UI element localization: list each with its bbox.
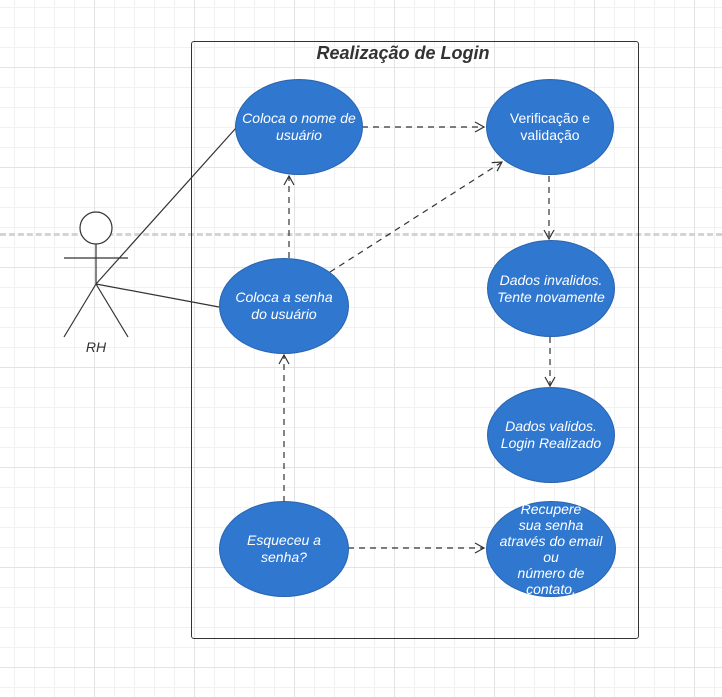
actor-head	[79, 211, 113, 245]
usecase-invalid-label: Dados invalidos. Tente novamente	[497, 271, 605, 305]
actor-rh-figure[interactable]	[63, 211, 129, 338]
association-username[interactable]	[95, 127, 237, 285]
usecase-verify[interactable]: Verificação e validação	[486, 79, 614, 175]
usecase-invalid[interactable]: Dados invalidos. Tente novamente	[487, 240, 615, 337]
actor-right-leg	[95, 283, 129, 338]
usecase-password-label: Coloca a senha do usuário	[235, 289, 333, 322]
usecase-username-label: Coloca o nome de usuário	[242, 110, 356, 143]
system-title: Realização de Login	[316, 43, 490, 63]
page-break-line	[0, 233, 722, 236]
actor-left-leg	[63, 283, 97, 338]
usecase-valid-label: Dados validos. Login Realizado	[500, 418, 602, 451]
system-boundary	[191, 41, 639, 639]
arrow-password-to-verify[interactable]	[329, 161, 504, 273]
usecase-password[interactable]: Coloca a senha do usuário	[219, 258, 349, 354]
usecase-verify-label: Verificação e validação	[509, 110, 591, 143]
usecase-username[interactable]: Coloca o nome de usuário	[235, 79, 363, 175]
association-password[interactable]	[95, 283, 220, 308]
usecase-valid[interactable]: Dados validos. Login Realizado	[487, 387, 615, 483]
actor-label: RH	[85, 339, 107, 355]
usecase-recover-label: Recupere sua senha através do email ou n…	[499, 501, 603, 597]
usecase-forgot[interactable]: Esqueceu a senha?	[219, 501, 349, 597]
usecase-forgot-label: Esqueceu a senha?	[247, 532, 321, 565]
usecase-recover[interactable]: Recupere sua senha através do email ou n…	[486, 501, 616, 597]
